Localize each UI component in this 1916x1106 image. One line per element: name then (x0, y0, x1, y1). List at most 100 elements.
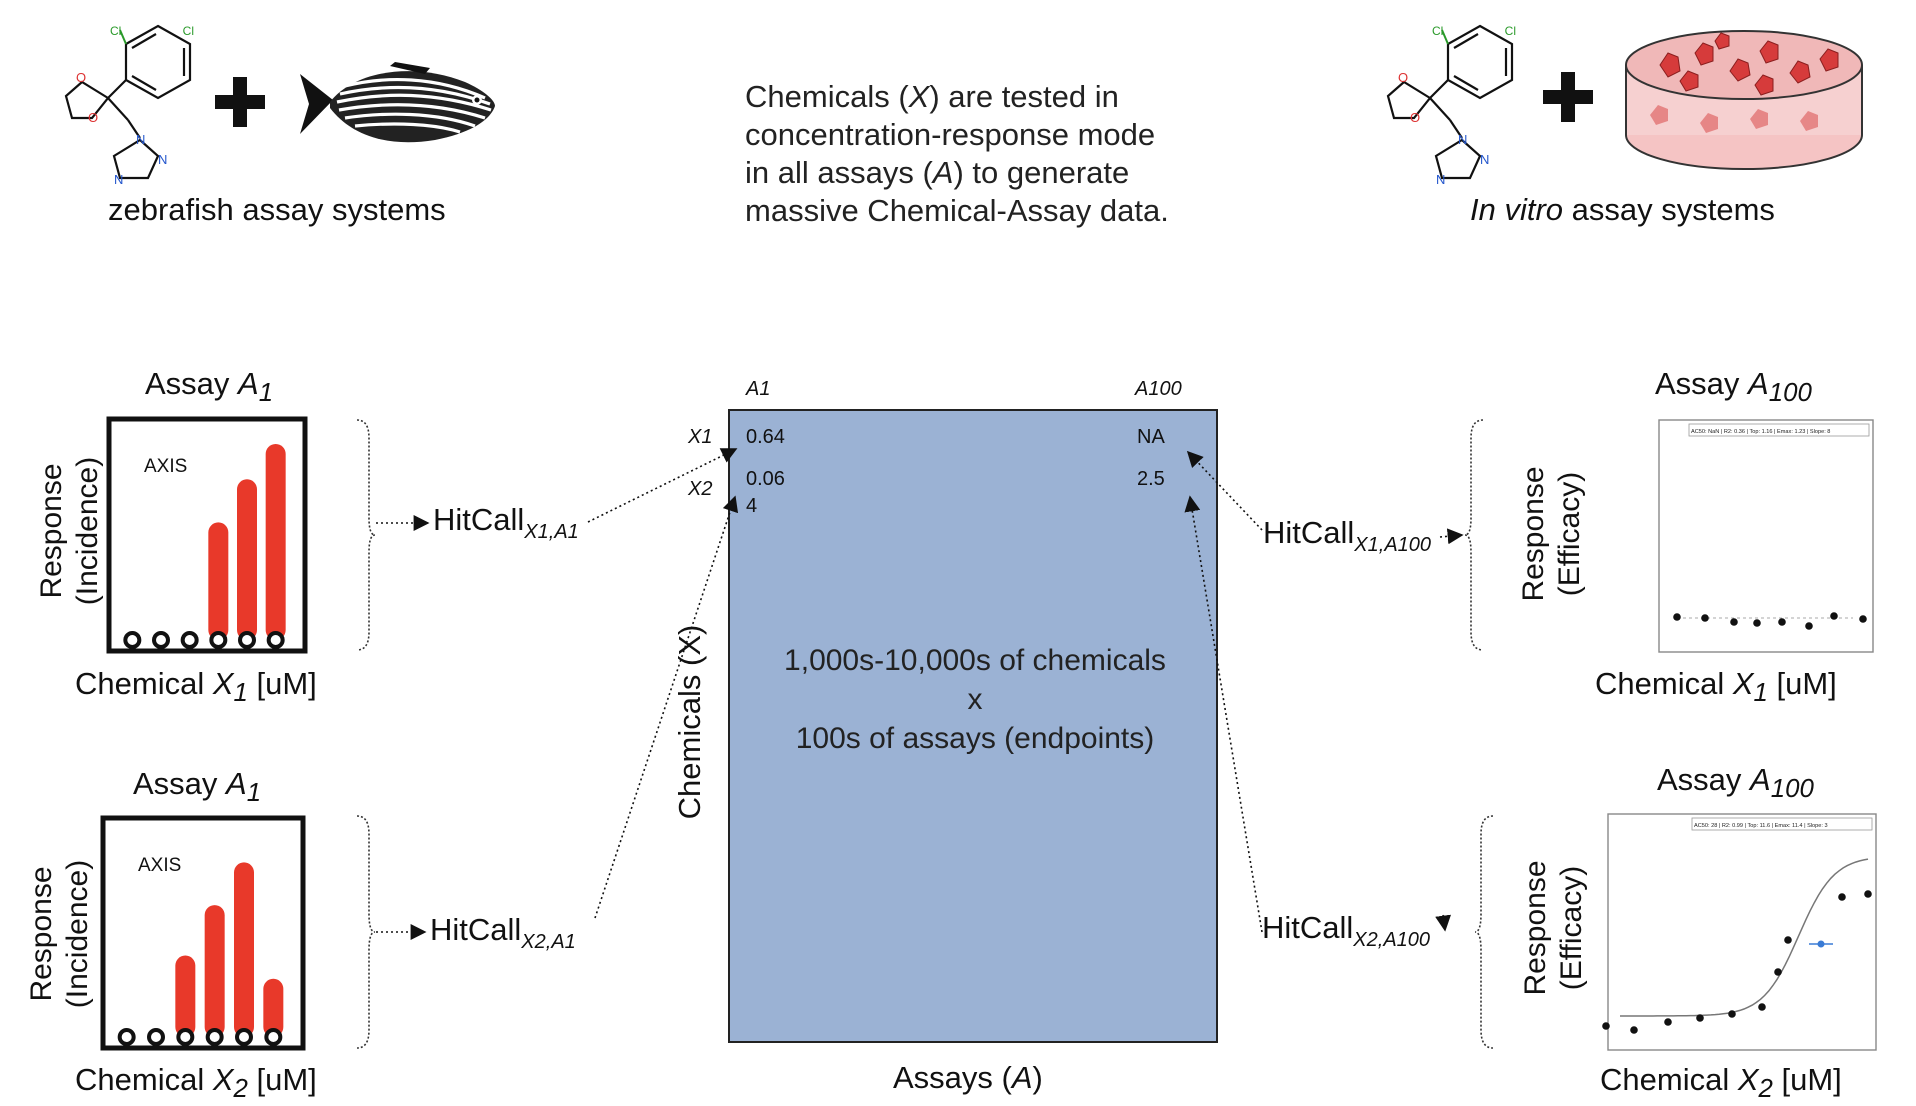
plot-frame (1658, 419, 1874, 653)
stats-legend-box (1691, 817, 1873, 831)
assay-title: Assay A100 (1655, 366, 1812, 408)
matrix-cell: NA (1137, 426, 1165, 448)
stats-legend-text: AC50: 28 | R2: 0.99 | Top: 11.6 | Emax: … (1694, 823, 1828, 829)
matrix-cell: 0.06 (746, 468, 785, 490)
data-point (1728, 1010, 1736, 1018)
matrix-x-label: Assays (A) (893, 1060, 1043, 1095)
incidence-bar (237, 479, 257, 640)
row-header: X2 (688, 478, 713, 500)
incidence-bar (204, 905, 225, 1037)
x-axis-label: Chemical X2 [uM] (75, 1062, 317, 1104)
column-header: A1 (746, 378, 771, 400)
brace-icon (356, 419, 375, 651)
y-axis-label: Response(Efficacy) (1517, 466, 1586, 602)
axis-label-text: AXIS (138, 855, 181, 876)
svg-text:O: O (76, 70, 86, 85)
y-axis-label: Response(Incidence) (25, 859, 94, 1009)
data-point (1830, 612, 1838, 620)
svg-text:O: O (88, 110, 98, 125)
svg-text:N: N (114, 172, 123, 187)
plus-icon (215, 77, 265, 127)
efficacy-plot: AC50: 28 | R2: 0.99 | Top: 11.6 | Emax: … (1602, 813, 1877, 1051)
zero-marker (176, 1028, 195, 1046)
fit-curve (1620, 858, 1869, 1017)
data-point (1838, 893, 1846, 901)
plot-frame (1607, 813, 1877, 1051)
zero-marker (266, 631, 285, 649)
matrix-cell: 0.64 (746, 426, 785, 448)
assay-title: Assay A1 (133, 766, 262, 808)
data-point (1602, 1022, 1610, 1030)
incidence-bar (234, 862, 254, 1037)
x-axis-label: Chemical X2 [uM] (1600, 1062, 1842, 1104)
petri-dish-icon (1625, 30, 1863, 170)
matrix-cell: 4 (746, 495, 758, 517)
stats-legend-box (1688, 423, 1870, 437)
plus-icon (1543, 72, 1593, 122)
hitcall-label: HitCallX1,A100 (1263, 515, 1432, 556)
data-point (1701, 614, 1709, 622)
zero-marker (117, 1028, 136, 1046)
zero-marker (264, 1028, 283, 1046)
hitcall-label: HitCallX2,A100 (1262, 910, 1431, 951)
hitcall-label: HitCallX1,A1 (433, 502, 579, 543)
column-header: A100 (1135, 378, 1182, 400)
data-point (1673, 613, 1681, 621)
incidence-plot: AXIS (106, 416, 308, 654)
efficacy-plot: AC50: NaN | R2: 0.36 | Top: 1.16 | Emax:… (1658, 419, 1874, 653)
zero-marker (209, 631, 228, 649)
assay-title: Assay A100 (1657, 762, 1814, 804)
data-point (1774, 968, 1782, 976)
chemical-assay-matrix: 0.64 NA 0.06 4 2.5 1,000s-10,000s of che… (728, 409, 1218, 1043)
matrix-y-label: Chemicals (X) (672, 624, 707, 820)
axis-label-text: AXIS (144, 456, 187, 477)
incidence-plot: AXIS (100, 815, 306, 1051)
svg-text:Cl: Cl (1432, 24, 1443, 38)
svg-text:O: O (1398, 70, 1408, 85)
data-point (1758, 1003, 1766, 1011)
svg-text:N: N (1480, 152, 1489, 167)
row-header: X1 (688, 426, 713, 448)
svg-text:Cl: Cl (1505, 24, 1516, 38)
incidence-bar (208, 522, 229, 640)
stats-legend-text: AC50: NaN | R2: 0.36 | Top: 1.16 | Emax:… (1691, 429, 1830, 435)
matrix-center-text: 1,000s-10,000s of chemicals x 100s of as… (784, 644, 1166, 755)
data-point (1805, 622, 1813, 630)
x-axis-label: Chemical X1 [uM] (1595, 666, 1837, 708)
svg-text:N: N (136, 132, 145, 147)
svg-text:N: N (1458, 132, 1467, 147)
ac50-point (1817, 940, 1825, 948)
svg-text:N: N (158, 152, 167, 167)
zero-marker (147, 1028, 165, 1046)
data-point (1864, 890, 1872, 898)
hitcall-label: HitCallX2,A1 (430, 912, 576, 953)
svg-text:Cl: Cl (110, 24, 121, 38)
data-point (1664, 1018, 1672, 1026)
data-point (1859, 615, 1867, 623)
data-point (1696, 1014, 1704, 1022)
y-axis-label: Response(Efficacy) (1519, 860, 1588, 996)
zebrafish-icon (300, 62, 495, 143)
matrix-cell: 2.5 (1137, 468, 1165, 490)
y-axis-label: Response(Incidence) (35, 456, 104, 606)
data-point (1753, 619, 1761, 627)
zero-marker (123, 631, 142, 649)
assay-title: Assay A1 (145, 366, 274, 408)
zero-marker (238, 631, 256, 649)
data-point (1784, 936, 1792, 944)
x-axis-label: Chemical X1 [uM] (75, 666, 317, 708)
data-point (1630, 1026, 1638, 1034)
zero-marker (180, 631, 199, 649)
brace-icon (1475, 815, 1494, 1049)
in-vitro-caption: In vitro assay systems (1470, 192, 1775, 227)
zero-marker (152, 631, 170, 649)
svg-text:N: N (1436, 172, 1445, 187)
incidence-bar (175, 955, 196, 1037)
brace-icon (356, 815, 375, 1049)
description-text: Chemicals (X) are tested in concentratio… (745, 79, 1169, 228)
zero-marker (205, 1028, 224, 1046)
data-point (1778, 618, 1786, 626)
brace-icon (1465, 419, 1484, 651)
